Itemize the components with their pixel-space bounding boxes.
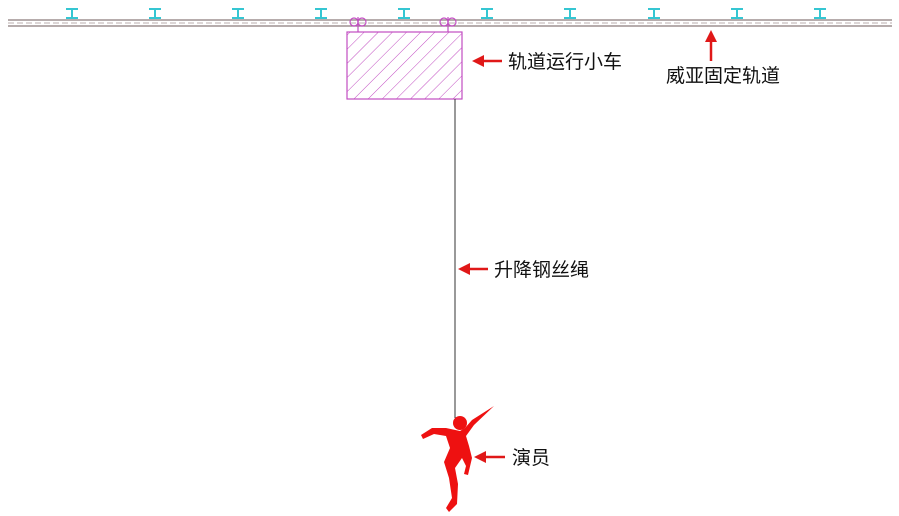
hanger-bracket-icon — [231, 8, 245, 19]
hanger-bracket-icon — [65, 8, 79, 19]
track-arrow — [705, 30, 717, 61]
hanger-bracket-icon — [813, 8, 827, 19]
track-label: 威亚固定轨道 — [666, 65, 780, 87]
hanger-bracket-icon — [148, 8, 162, 19]
trolley-arrow — [472, 55, 502, 67]
trolley-wheel-icon — [439, 17, 457, 32]
hanger-bracket-icon — [480, 8, 494, 19]
trolley-wheel-icon — [349, 17, 367, 32]
performer-figure — [421, 406, 494, 512]
track-hanger-brackets — [65, 8, 827, 19]
rope-label: 升降钢丝绳 — [494, 259, 589, 281]
hanger-bracket-icon — [563, 8, 577, 19]
hanger-bracket-icon — [647, 8, 661, 19]
hanger-bracket-icon — [730, 8, 744, 19]
performer-arrow — [474, 451, 505, 463]
rope-arrow — [458, 263, 488, 275]
trolley-wheels — [349, 17, 457, 32]
performer-label: 演员 — [512, 447, 550, 469]
hanger-bracket-icon — [397, 8, 411, 19]
trolley-label: 轨道运行小车 — [508, 51, 622, 73]
track-trolley — [346, 31, 463, 100]
hanger-bracket-icon — [314, 8, 328, 19]
